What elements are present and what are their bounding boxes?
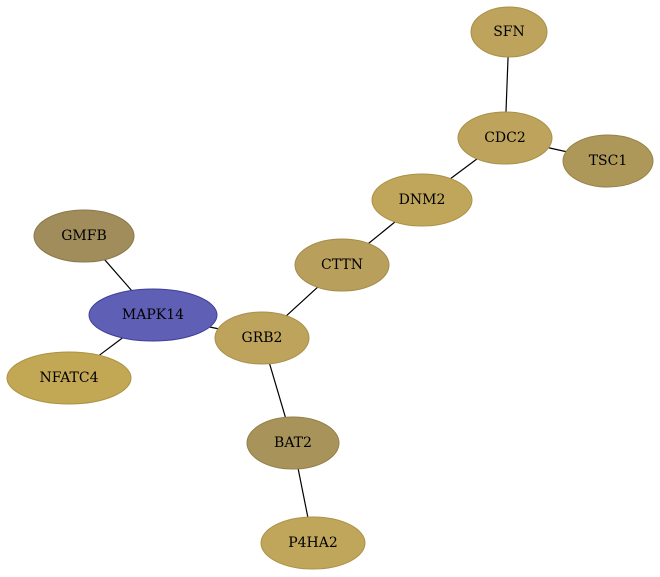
edge-cdc2-dnm2 — [450, 158, 478, 180]
node-p4ha2[interactable]: P4HA2 — [260, 516, 366, 570]
edge-bat2-p4ha2 — [297, 468, 309, 518]
node-label-bat2: BAT2 — [274, 435, 312, 451]
node-nfatc4[interactable]: NFATC4 — [6, 351, 132, 405]
node-label-nfatc4: NFATC4 — [39, 370, 98, 386]
edge-mapk14-grb2 — [209, 326, 219, 330]
node-gmfb[interactable]: GMFB — [33, 209, 135, 263]
node-label-cttn: CTTN — [321, 257, 363, 273]
node-cttn[interactable]: CTTN — [294, 238, 390, 292]
edge-sfn-cdc2 — [505, 56, 509, 113]
node-cdc2[interactable]: CDC2 — [457, 111, 553, 165]
node-shape-dnm2 — [371, 173, 473, 227]
node-mapk14[interactable]: MAPK14 — [88, 288, 218, 342]
node-shape-sfn — [470, 6, 548, 58]
node-label-gmfb: GMFB — [61, 228, 107, 244]
node-shape-bat2 — [246, 416, 340, 470]
node-sfn[interactable]: SFN — [470, 6, 548, 58]
node-label-dnm2: DNM2 — [399, 192, 446, 208]
node-label-sfn: SFN — [493, 24, 525, 40]
node-label-tsc1: TSC1 — [589, 153, 628, 169]
edge-mapk14-nfatc4 — [98, 337, 123, 356]
node-shape-mapk14 — [88, 288, 218, 342]
edge-grb2-bat2 — [269, 363, 287, 418]
edge-gmfb-mapk14 — [104, 259, 133, 291]
node-label-p4ha2: P4HA2 — [288, 535, 338, 551]
node-shape-cttn — [294, 238, 390, 292]
node-label-grb2: GRB2 — [242, 330, 283, 346]
node-shape-nfatc4 — [6, 351, 132, 405]
node-shape-tsc1 — [562, 134, 654, 188]
node-shape-p4ha2 — [260, 516, 366, 570]
edge-cttn-grb2 — [285, 286, 319, 317]
node-label-cdc2: CDC2 — [484, 130, 526, 146]
node-shape-grb2 — [214, 311, 310, 365]
node-dnm2[interactable]: DNM2 — [371, 173, 473, 227]
node-grb2[interactable]: GRB2 — [214, 311, 310, 365]
node-shape-cdc2 — [457, 111, 553, 165]
edge-cdc2-tsc1 — [548, 147, 567, 153]
node-label-mapk14: MAPK14 — [122, 307, 184, 323]
edge-layer — [98, 56, 567, 518]
node-bat2[interactable]: BAT2 — [246, 416, 340, 470]
node-shape-gmfb — [33, 209, 135, 263]
node-tsc1[interactable]: TSC1 — [562, 134, 654, 188]
edge-dnm2-cttn — [368, 221, 396, 244]
